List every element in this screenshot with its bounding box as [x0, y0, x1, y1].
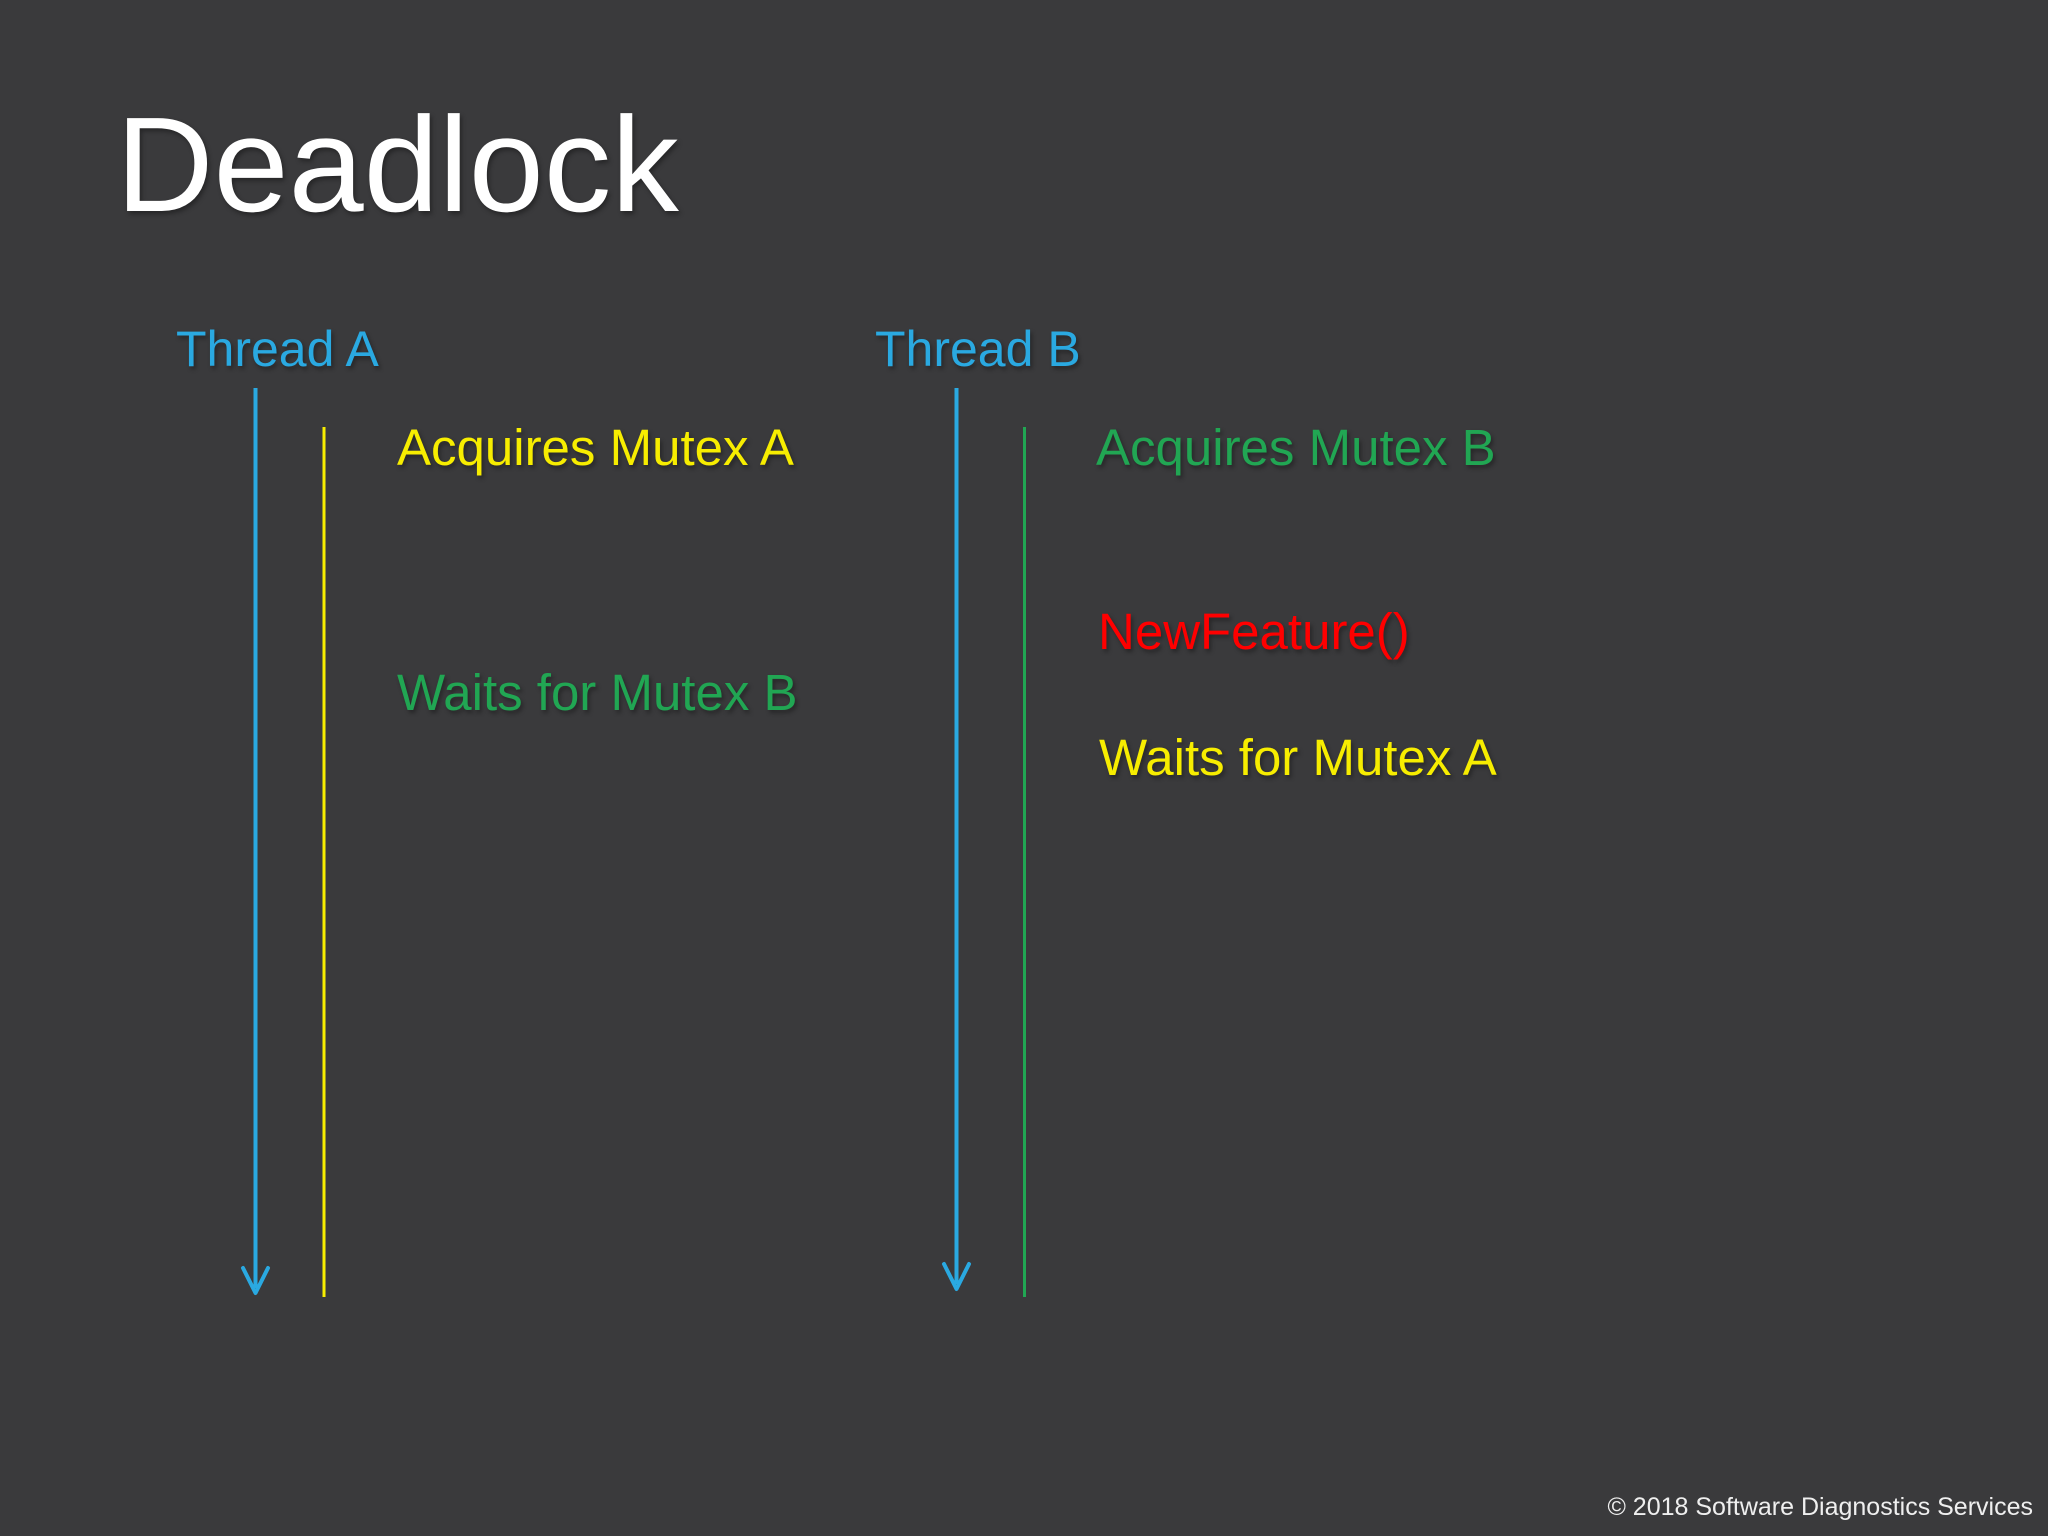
page-title: Deadlock — [116, 89, 679, 240]
annotation-acquires-mutex-b: Acquires Mutex B — [1096, 419, 1496, 476]
annotation-newfeature-call: NewFeature() — [1098, 603, 1410, 660]
thread-b-label: Thread B — [875, 321, 1081, 377]
thread-b-arrowhead-icon — [942, 1262, 971, 1291]
annotation-waits-for-mutex-b: Waits for Mutex B — [397, 664, 798, 721]
annotation-waits-for-mutex-a: Waits for Mutex A — [1099, 729, 1497, 786]
thread-a-arrowhead-icon — [241, 1266, 270, 1295]
thread-a-label: Thread A — [176, 321, 379, 377]
copyright-notice: © 2018 Software Diagnostics Services — [1607, 1493, 2033, 1521]
annotation-acquires-mutex-a: Acquires Mutex A — [397, 419, 794, 476]
